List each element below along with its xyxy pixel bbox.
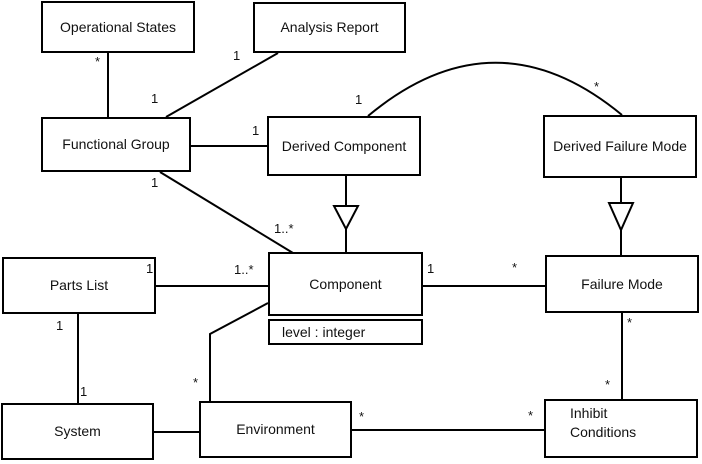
multiplicity-derived-component-end: 1 (252, 123, 260, 138)
class-label: Component (309, 275, 382, 292)
multiplicity-derived-component-arc-end: 1 (355, 92, 363, 107)
edge-functional-group-component (159, 171, 294, 254)
generalization-triangle-component (332, 205, 360, 232)
edge-analysis-report-functional-group (165, 52, 279, 118)
multiplicity-functional-group-end-component: 1 (151, 175, 159, 190)
class-label: Derived Failure Mode (553, 138, 687, 154)
class-label: Environment (236, 421, 315, 437)
class-label: System (54, 423, 101, 439)
class-box-derived-component: Derived Component (267, 116, 421, 176)
class-label: Derived Component (281, 137, 407, 154)
multiplicity-operational-states-end: * (95, 54, 101, 69)
class-box-derived-failure-mode: Derived Failure Mode (543, 115, 697, 178)
class-label: Parts List (49, 277, 109, 293)
multiplicity-functional-group-end-analysis: 1 (151, 91, 159, 106)
multiplicity-environment-end-component: * (193, 375, 199, 390)
multiplicity-inhibit-end-environment: * (528, 408, 534, 423)
class-box-operational-states: Operational States (41, 1, 195, 53)
multiplicity-component-end-failure-mode: 1 (427, 261, 435, 276)
multiplicity-inhibit-end-failure-mode: * (605, 377, 611, 392)
attribute-label: level : integer (282, 323, 366, 340)
class-box-functional-group: Functional Group (41, 117, 191, 172)
multiplicity-environment-end-inhibit: * (359, 409, 365, 424)
class-label: Functional Group (62, 136, 170, 152)
class-box-analysis-report: Analysis Report (253, 2, 406, 53)
edge-environment-component (209, 302, 269, 401)
class-box-inhibit-conditions: Inhibit Conditions (544, 399, 698, 458)
multiplicity-analysis-report-end: 1 (233, 48, 241, 63)
class-label: Inhibit Conditions (570, 405, 637, 440)
multiplicity-derived-failure-mode-arc-end: * (594, 79, 600, 94)
class-box-failure-mode: Failure Mode (545, 255, 699, 313)
multiplicity-system-end-parts-list: 1 (80, 384, 88, 399)
multiplicity-component-end-parts-list: 1..* (234, 262, 254, 277)
edge-derived-component-derived-failure-mode-arc (367, 61, 623, 117)
class-label: Operational States (60, 18, 176, 35)
generalization-triangle-failure-mode (607, 202, 635, 233)
multiplicity-parts-list-end-system: 1 (56, 318, 64, 333)
multiplicity-component-end-functional-group: 1..* (274, 221, 294, 236)
class-label: Analysis Report (280, 19, 379, 35)
class-box-environment: Environment (199, 401, 352, 458)
class-box-component: Component (268, 252, 423, 316)
class-box-component-attributes: level : integer (268, 319, 423, 345)
multiplicity-failure-mode-end-component: * (512, 260, 518, 275)
class-box-parts-list: Parts List (2, 257, 156, 314)
class-box-system: System (1, 403, 154, 460)
multiplicity-parts-list-end-component: 1 (146, 261, 154, 276)
multiplicity-failure-mode-end-inhibit: * (627, 315, 633, 330)
class-label: Failure Mode (581, 275, 663, 292)
